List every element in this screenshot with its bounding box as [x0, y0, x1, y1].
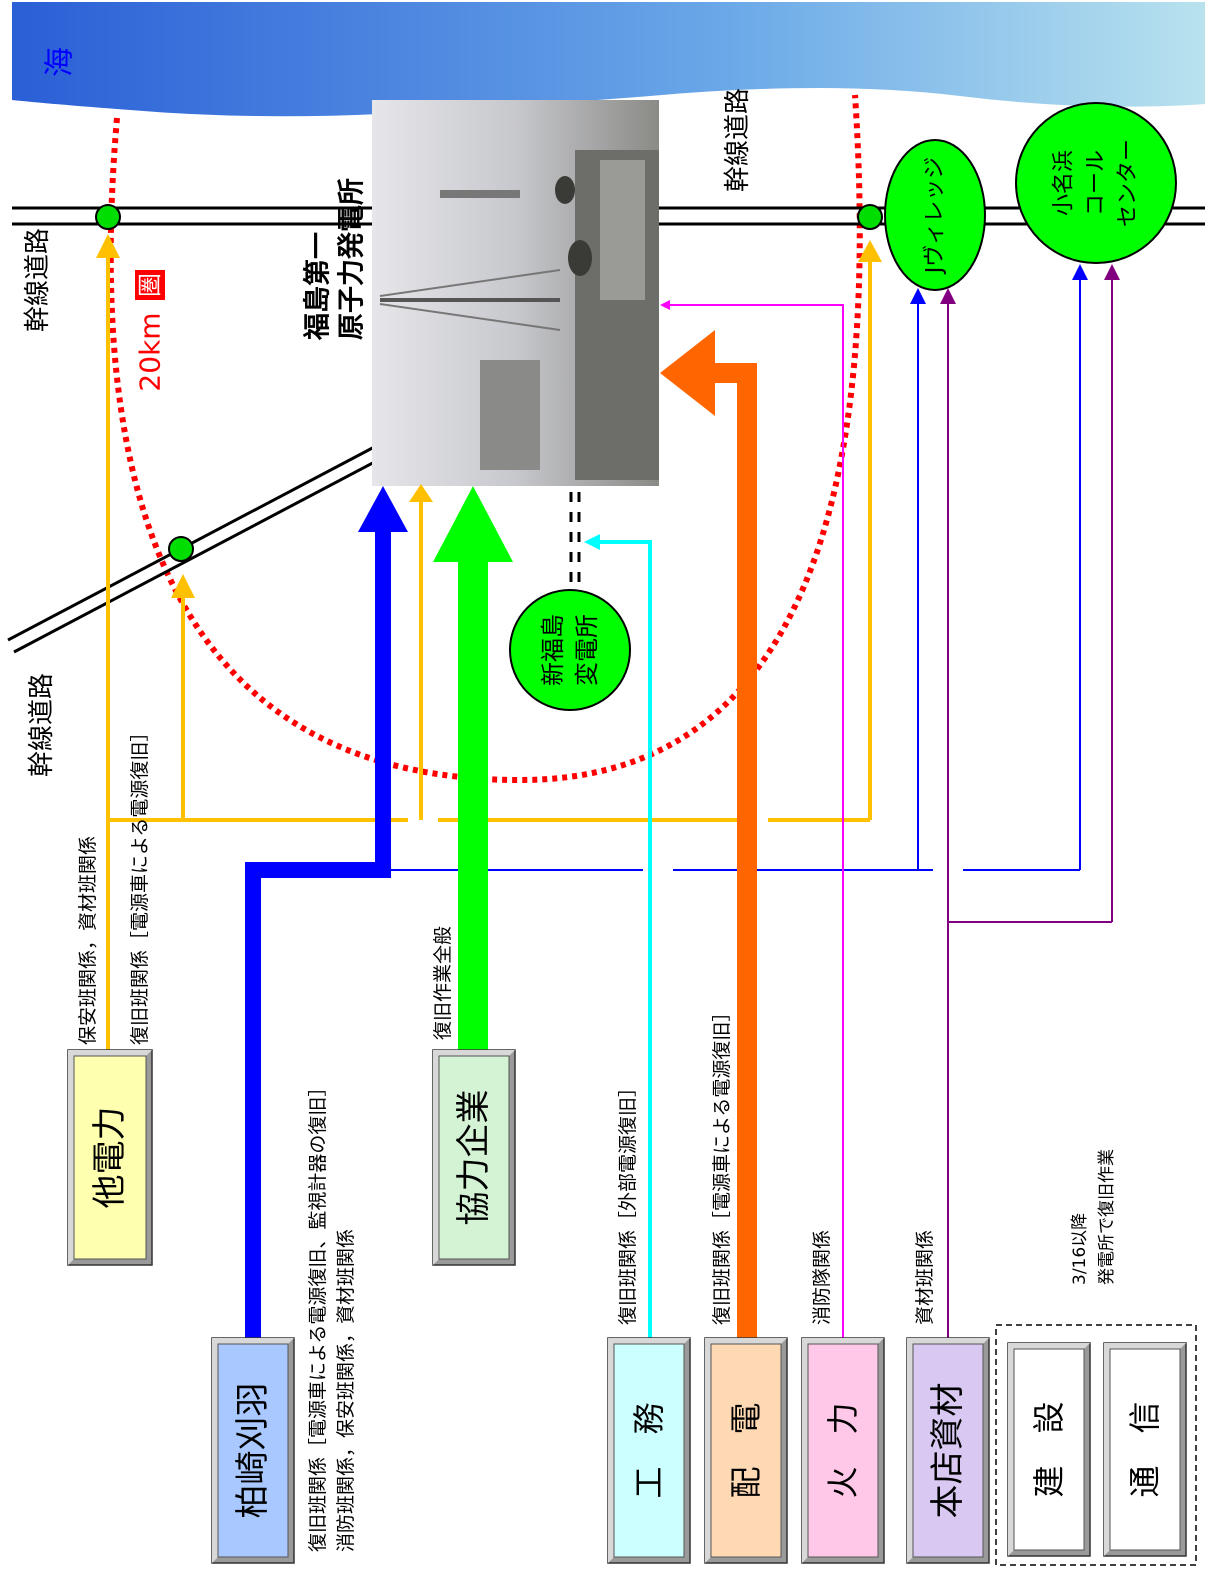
desc-karyoku: 消防隊関係	[811, 1230, 833, 1325]
org-label-tsushin: 通 信	[1126, 1401, 1164, 1497]
onahama-label-line1: 小名浜	[1052, 150, 1077, 216]
desc-kyoryoku: 復旧作業全般	[432, 926, 454, 1040]
desc-tadenryoku-1: 保安班関係，資材班関係	[77, 836, 99, 1045]
zone-label-box: 圏	[136, 273, 164, 297]
desc-koumu: 復旧班関係［外部電源復旧］	[617, 1078, 639, 1325]
org-label-honten: 本店資材	[928, 1383, 968, 1519]
checkpoint-road-south	[858, 205, 882, 229]
org-box-honten: 本店資材	[907, 1338, 989, 1563]
substation-node	[510, 590, 630, 710]
plant-label-line1: 福島第一	[302, 232, 334, 341]
jvillage-label: Jヴィレッジ	[923, 157, 948, 276]
org-box-karyoku: 火 力	[802, 1338, 884, 1563]
sea-label: 海	[43, 47, 78, 77]
org-label-karyoku: 火 力	[824, 1402, 862, 1498]
org-box-haiden: 配 電	[705, 1338, 787, 1563]
note-line2: 発電所で復旧作業	[1097, 1149, 1117, 1285]
road-label-diagonal: 幹線道路	[27, 673, 57, 777]
org-box-tadenryoku: 他電力	[68, 1050, 152, 1265]
org-label-kyoryoku: 協力企業	[454, 1090, 494, 1226]
transmission-line	[571, 492, 579, 588]
road-label-right: 幹線道路	[723, 88, 753, 192]
org-label-haiden: 配 電	[727, 1402, 765, 1498]
org-label-kashiwazaki: 柏崎刈羽	[233, 1383, 273, 1519]
org-box-kensetsu: 建 設	[1008, 1343, 1090, 1556]
zone-label-text: 20km	[134, 312, 167, 391]
org-box-tsushin: 通 信	[1104, 1343, 1186, 1556]
road-label-left: 幹線道路	[23, 228, 53, 332]
org-label-koumu: 工 務	[630, 1402, 668, 1498]
trunk-road-diagonal	[8, 444, 386, 652]
checkpoint-road-diagonal	[169, 537, 193, 561]
desc-tadenryoku-2: 復旧班関係［電源車による電源復旧］	[129, 723, 151, 1045]
substation-label-line2: 変電所	[573, 614, 601, 686]
checkpoint-road-north	[96, 205, 120, 229]
route-haiden	[660, 330, 747, 1340]
substation-label-line1: 新福島	[539, 614, 567, 686]
onahama-label-line3: センター	[1116, 139, 1141, 227]
org-box-kashiwazaki: 柏崎刈羽	[212, 1338, 294, 1563]
sea-band	[12, 2, 1205, 116]
plant-photo	[372, 100, 659, 486]
zone-label: 20km 圏	[134, 270, 167, 392]
plant-label-line2: 原子力発電所	[337, 178, 368, 340]
org-label-tadenryoku: 他電力	[90, 1107, 130, 1209]
route-honten	[948, 275, 1112, 1340]
desc-honten: 資材班関係	[914, 1230, 936, 1325]
desc-haiden: 復旧班関係［電源車による電源復旧］	[711, 1003, 733, 1325]
org-box-koumu: 工 務	[608, 1338, 690, 1563]
org-label-kensetsu: 建 設	[1030, 1401, 1068, 1497]
desc-kashiwazaki-2: 消防班関係，保安班関係，資材班関係	[335, 1229, 357, 1552]
org-box-kyoryoku: 協力企業	[433, 1050, 515, 1265]
desc-kashiwazaki-1: 復旧班関係［電源車による電源復旧、監視計器の復旧］	[307, 1078, 329, 1552]
onahama-label-line2: コール	[1084, 150, 1109, 216]
note-line1: 3/16以降	[1070, 1213, 1090, 1285]
